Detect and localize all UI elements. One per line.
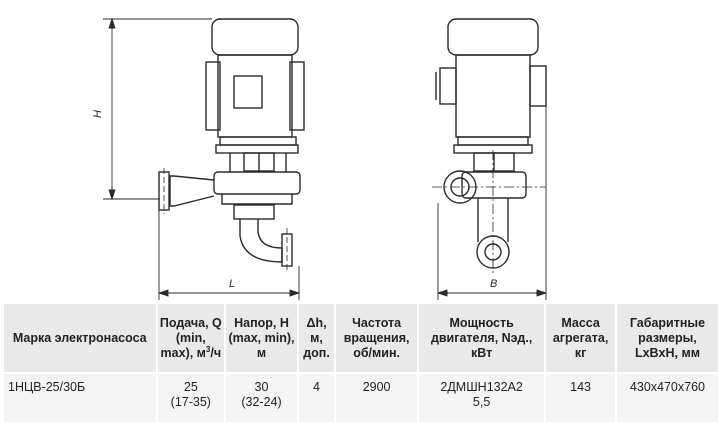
cell-dims: 430x470x760: [616, 374, 718, 422]
header-head: Напор, H (max, min), м: [226, 304, 297, 374]
dim-h-label: H: [92, 110, 104, 118]
header-flow-text: Подача, Q (min, max), м: [159, 315, 222, 360]
dim-b-label: B: [490, 278, 497, 290]
dimension-lines: [103, 17, 548, 300]
cell-flow-main: 25: [183, 380, 198, 394]
header-flow: Подача, Q (min, max), м3/ч: [157, 304, 225, 374]
cell-dh: 4: [298, 374, 335, 422]
cell-flow: 25(17-35): [157, 374, 225, 422]
header-dh: Δh, м, доп.: [298, 304, 335, 374]
cell-power-value: 5,5: [472, 395, 491, 409]
pump-technical-drawing: H L B: [92, 17, 548, 300]
header-dims: Габаритные размеры, LxBxH, мм: [616, 304, 718, 374]
cell-head: 30(32-24): [226, 374, 297, 422]
table-header-row: Марка электронасоса Подача, Q (min, max)…: [4, 304, 718, 374]
cell-head-range: (32-24): [241, 395, 282, 409]
header-power: Мощность двигателя, Nэд., кВт: [419, 304, 545, 374]
table-row: 1НЦВ-25/30Б 25(17-35) 30(32-24) 4 2900 2…: [4, 374, 718, 422]
cell-model: 1НЦВ-25/30Б: [4, 374, 156, 422]
cell-flow-range: (17-35): [170, 395, 211, 409]
cell-mass: 143: [546, 374, 615, 422]
dim-l-label: L: [229, 278, 235, 290]
spec-table: Марка электронасоса Подача, Q (min, max)…: [2, 304, 720, 422]
cell-head-main: 30: [254, 380, 269, 394]
header-mass: Масса агрегата, кг: [546, 304, 615, 374]
cell-motor: 2ДМШН132А2: [440, 380, 523, 394]
cell-speed: 2900: [336, 374, 417, 422]
pump-front-view: [432, 18, 547, 276]
header-flow-unit: /ч: [210, 345, 222, 360]
pump-side-view: [158, 18, 305, 272]
header-speed: Частота вращения, об/мин.: [336, 304, 417, 374]
header-model: Марка электронасоса: [4, 304, 156, 374]
